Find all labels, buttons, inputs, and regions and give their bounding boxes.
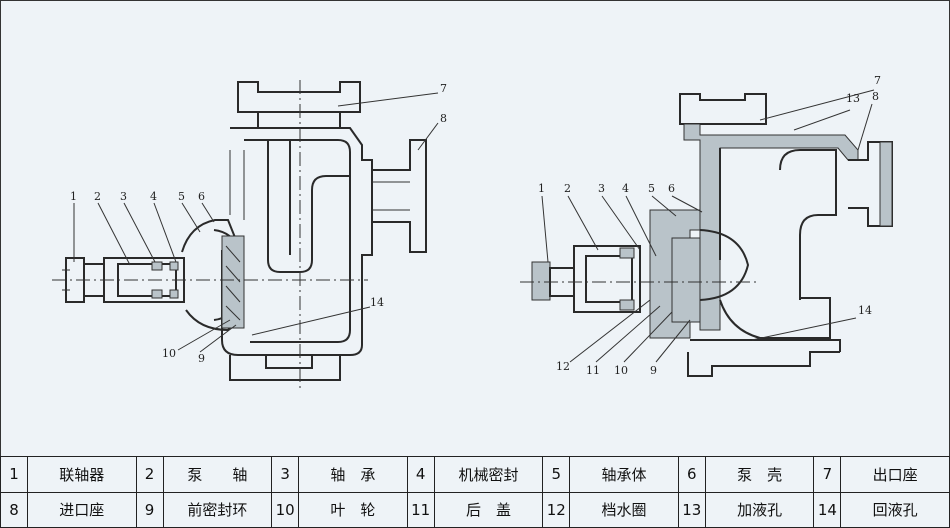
part-name: 加液孔 xyxy=(704,491,815,528)
part-number: 6 xyxy=(677,456,706,493)
part-name: 出口座 xyxy=(840,456,950,493)
callout-label: 1 xyxy=(538,182,545,195)
part-name: 机械密封 xyxy=(433,456,544,493)
part-name: 轴承体 xyxy=(569,456,679,493)
callout-label: 4 xyxy=(150,190,157,203)
part-number: 2 xyxy=(135,456,164,493)
callout-label: 6 xyxy=(198,190,205,203)
part-name: 前密封环 xyxy=(162,491,273,528)
callout-label: 13 xyxy=(846,92,860,105)
legend-row: 1 联轴器 2 泵 轴 3 轴 承 4 机械密封 5 轴承体 6 泵 壳 7 出… xyxy=(0,456,950,493)
callout-label: 6 xyxy=(668,182,675,195)
callout-label: 3 xyxy=(120,190,127,203)
callout-label: 4 xyxy=(622,182,629,195)
part-name: 叶 轮 xyxy=(298,491,408,528)
callout-label: 10 xyxy=(162,347,176,360)
callout-label: 14 xyxy=(370,296,384,309)
callout-label: 9 xyxy=(198,352,205,365)
part-name: 回液孔 xyxy=(840,491,950,528)
part-number: 5 xyxy=(542,456,571,493)
part-name: 档水圈 xyxy=(569,491,679,528)
left-pump-section xyxy=(52,80,439,392)
callout-label: 11 xyxy=(586,364,600,377)
part-name: 进口座 xyxy=(27,491,137,528)
part-number: 3 xyxy=(271,456,300,493)
part-name: 后 盖 xyxy=(433,491,544,528)
callout-label: 2 xyxy=(564,182,571,195)
part-name: 泵 壳 xyxy=(704,456,815,493)
part-number: 10 xyxy=(271,491,300,528)
callout-label: 8 xyxy=(872,90,879,103)
callout-label: 1 xyxy=(70,190,77,203)
part-number: 13 xyxy=(677,491,706,528)
part-number: 1 xyxy=(0,456,28,493)
part-number: 7 xyxy=(813,456,842,493)
callout-label: 12 xyxy=(556,360,570,373)
callout-label: 5 xyxy=(178,190,185,203)
right-callout-labels: 1 2 3 4 5 6 7 8 9 10 11 12 13 14 xyxy=(538,74,881,377)
callout-label: 7 xyxy=(440,82,447,95)
part-number: 14 xyxy=(813,491,842,528)
callout-label: 10 xyxy=(614,364,628,377)
part-number: 11 xyxy=(406,491,435,528)
part-name: 泵 轴 xyxy=(162,456,273,493)
part-name: 轴 承 xyxy=(298,456,408,493)
right-pump-section xyxy=(520,89,893,377)
callout-label: 3 xyxy=(598,182,605,195)
callout-label: 5 xyxy=(648,182,655,195)
part-number: 4 xyxy=(406,456,435,493)
callout-label: 2 xyxy=(94,190,101,203)
part-number: 8 xyxy=(0,491,28,528)
part-number: 9 xyxy=(135,491,164,528)
legend-row: 8 进口座 9 前密封环 10 叶 轮 11 后 盖 12 档水圈 13 加液孔… xyxy=(0,491,950,528)
part-number: 12 xyxy=(542,491,571,528)
part-name: 联轴器 xyxy=(27,456,137,493)
parts-legend-table: 1 联轴器 2 泵 轴 3 轴 承 4 机械密封 5 轴承体 6 泵 壳 7 出… xyxy=(0,456,950,528)
callout-label: 7 xyxy=(874,74,881,87)
left-callout-labels: 1 2 3 4 5 6 7 8 9 10 14 xyxy=(70,82,447,365)
callout-label: 14 xyxy=(858,304,872,317)
callout-label: 9 xyxy=(650,364,657,377)
pump-cross-section-drawings: 1 2 3 4 5 6 7 8 9 10 14 1 2 3 4 5 6 7 8 … xyxy=(52,74,893,392)
callout-label: 8 xyxy=(440,112,447,125)
